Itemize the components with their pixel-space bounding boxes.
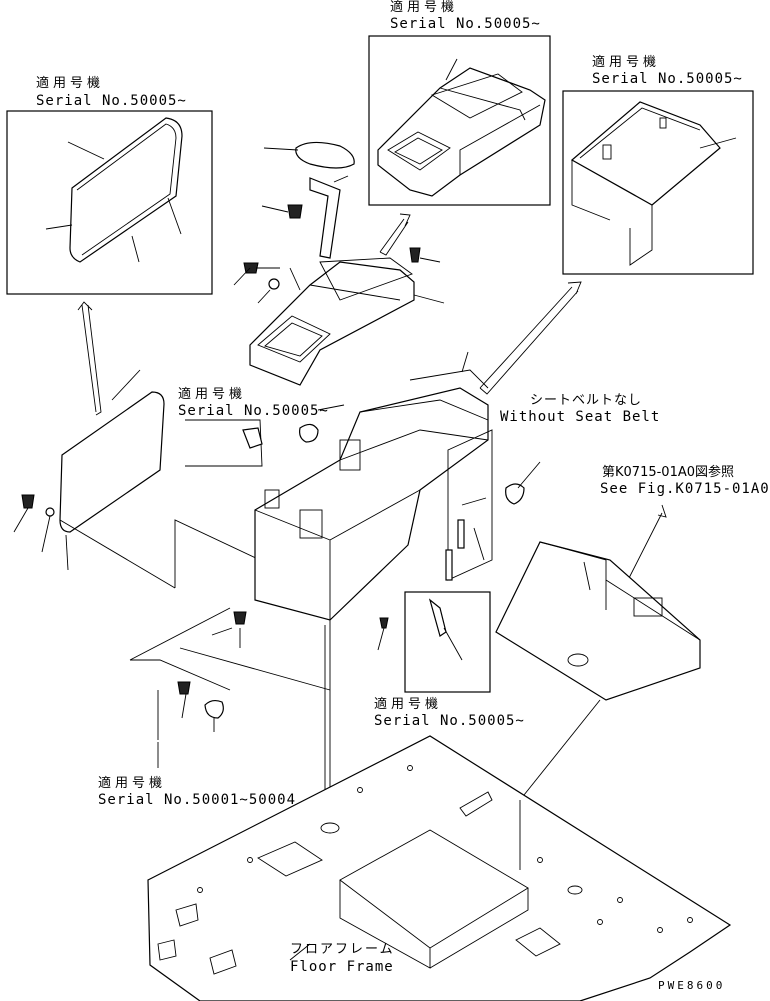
console-fasteners bbox=[129, 607, 389, 691]
floor-cover-plate bbox=[495, 541, 701, 801]
arrow-to-cover-panel bbox=[77, 301, 102, 416]
serial-a: Serial No.50005~ bbox=[36, 93, 187, 109]
see-fig-jp: 第K0715-01A0図参照 bbox=[602, 465, 735, 480]
serial-f-jp: 適用号機 bbox=[98, 776, 167, 791]
serial-c: Serial No.50005~ bbox=[592, 71, 743, 87]
detail-box-lever bbox=[404, 591, 491, 693]
serial-b: Serial No.50005~ bbox=[390, 16, 541, 32]
drawing-code: PWE8600 bbox=[658, 979, 726, 992]
seat-belt-bracket bbox=[445, 429, 541, 581]
serial-a-jp: 適用号機 bbox=[36, 76, 105, 91]
serial-e: Serial No.50005~ bbox=[374, 713, 525, 729]
detail-box-console-top bbox=[368, 35, 551, 206]
floor-frame-label: Floor Frame bbox=[290, 959, 394, 975]
armrest-pad bbox=[261, 141, 355, 259]
serial-f: Serial No.50001~50004 bbox=[98, 792, 297, 808]
side-cover-panel bbox=[13, 369, 261, 589]
serial-e-jp: 適用号機 bbox=[374, 697, 443, 712]
floor-frame bbox=[147, 735, 732, 1001]
console-body bbox=[254, 351, 489, 880]
detail-box-clip bbox=[185, 419, 263, 467]
detail-box-bracket-frame bbox=[562, 90, 754, 275]
serial-c-jp: 適用号機 bbox=[592, 55, 661, 70]
arrow-to-see-fig bbox=[627, 504, 667, 581]
serial-b-jp: 適用号機 bbox=[390, 0, 459, 15]
detail-box-bolt-cap bbox=[130, 659, 231, 768]
serial-d-jp: 適用号機 bbox=[178, 387, 247, 402]
no-belt: Without Seat Belt bbox=[500, 409, 661, 425]
detail-box-cover-panel bbox=[6, 110, 213, 295]
serial-d: Serial No.50005~ bbox=[178, 403, 329, 419]
no-belt-jp: シートベルトなし bbox=[530, 393, 643, 408]
see-fig: See Fig.K0715-01A0 bbox=[600, 481, 770, 497]
arrow-to-bracket-frame bbox=[479, 281, 582, 395]
bolts-left bbox=[233, 247, 441, 304]
console-top-part bbox=[249, 257, 445, 386]
arrow-to-console-top bbox=[379, 213, 411, 256]
floor-frame-jp: フロアフレーム bbox=[290, 942, 395, 957]
